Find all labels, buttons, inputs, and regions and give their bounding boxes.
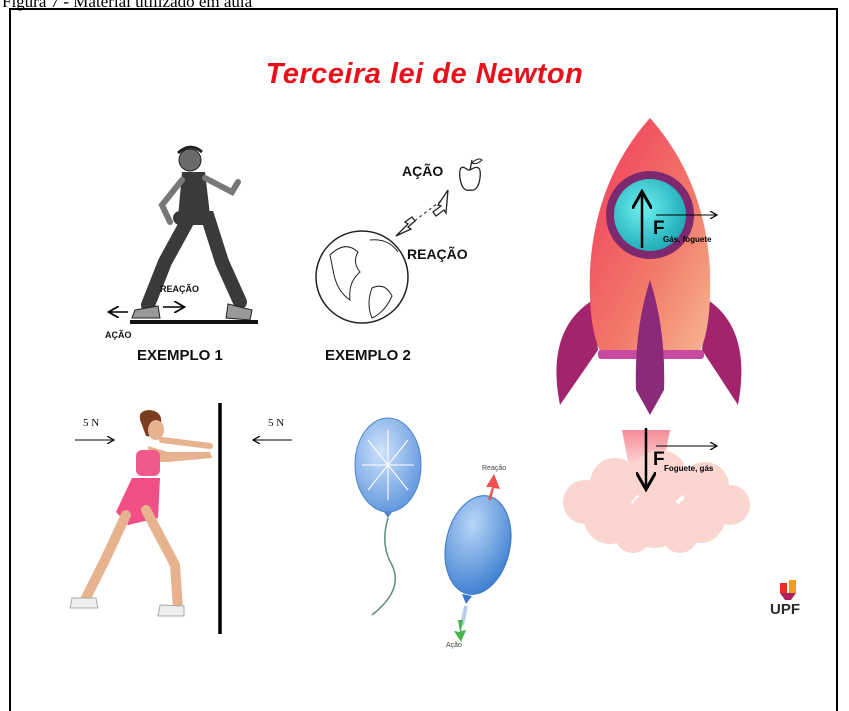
woman-pushing-figure <box>69 410 213 617</box>
example2-label: EXEMPLO 2 <box>325 347 411 364</box>
example1-label: EXEMPLO 1 <box>137 347 223 364</box>
force-label-left: 5 N <box>83 417 100 429</box>
balloon-inflated <box>354 417 422 616</box>
example2-action-label: AÇÃO <box>402 163 444 179</box>
example1-action-label: AÇÃO <box>105 330 132 340</box>
figure-caption: Figura 7 - Material utilizado em aula <box>2 0 253 11</box>
reaction-arrow-red <box>486 474 500 500</box>
earth-globe <box>315 230 409 324</box>
example2-reaction-label: REAÇÃO <box>407 246 468 262</box>
balloon-deflating <box>444 495 512 626</box>
force-symbol-top: F <box>653 218 665 239</box>
reaction-arrow-icon <box>395 216 416 237</box>
balloon-action-label: Ação <box>446 642 462 649</box>
upf-logo-text: UPF <box>770 601 800 618</box>
apple-icon <box>459 158 483 191</box>
example1-reaction-label: REAÇÃO <box>160 284 200 294</box>
balloon-reaction-label: Reação <box>482 465 507 472</box>
force-subscript-bottom: Foguete, gás <box>664 464 714 473</box>
upf-logo-icon <box>780 580 796 600</box>
walker-figure <box>130 145 258 324</box>
page-title: Terceira lei de Newton <box>265 58 584 90</box>
figure-frame <box>9 8 838 711</box>
force-label-right: 5 N <box>268 417 285 429</box>
force-symbol-bottom: F <box>653 449 665 470</box>
force-subscript-top: Gás, foguete <box>663 235 712 244</box>
action-arrow-green <box>454 620 466 642</box>
action-arrow-icon <box>432 189 449 217</box>
rocket-illustration <box>556 118 750 553</box>
